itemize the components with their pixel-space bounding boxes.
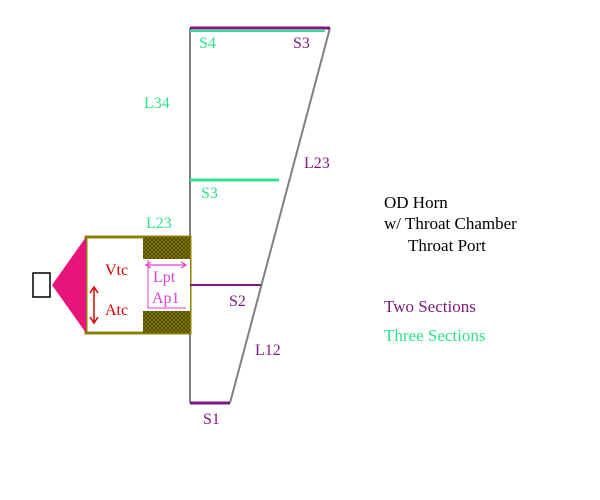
port-wall-top bbox=[143, 237, 190, 259]
label-ap1: Ap1 bbox=[152, 290, 180, 307]
legend-title-1: OD Horn bbox=[384, 193, 448, 212]
label-l12: L12 bbox=[255, 342, 281, 359]
legend-title-2: w/ Throat Chamber bbox=[384, 214, 517, 233]
label-vtc: Vtc bbox=[105, 262, 128, 279]
label-l34: L34 bbox=[144, 95, 170, 112]
legend-title-3: Throat Port bbox=[408, 236, 486, 255]
ap1-bracket bbox=[147, 260, 186, 309]
legend-two-sections: Two Sections bbox=[384, 297, 476, 316]
label-lpt: Lpt bbox=[153, 269, 176, 286]
label-s1: S1 bbox=[203, 411, 220, 428]
label-atc: Atc bbox=[105, 302, 128, 319]
label-l23-right: L23 bbox=[304, 155, 330, 172]
driver-magnet bbox=[32, 272, 51, 298]
driver-cone bbox=[52, 237, 86, 333]
port-wall-bottom bbox=[143, 311, 190, 333]
label-s3-mid: S3 bbox=[201, 185, 218, 202]
atc-arrow bbox=[89, 285, 99, 325]
label-l23-left: L23 bbox=[146, 215, 172, 232]
legend-three-sections: Three Sections bbox=[384, 326, 486, 345]
label-s2: S2 bbox=[229, 293, 246, 310]
horn-right-wall bbox=[229, 27, 331, 404]
label-s3-top: S3 bbox=[293, 35, 310, 52]
label-s4: S4 bbox=[199, 35, 216, 52]
lpt-arrow bbox=[144, 261, 188, 269]
